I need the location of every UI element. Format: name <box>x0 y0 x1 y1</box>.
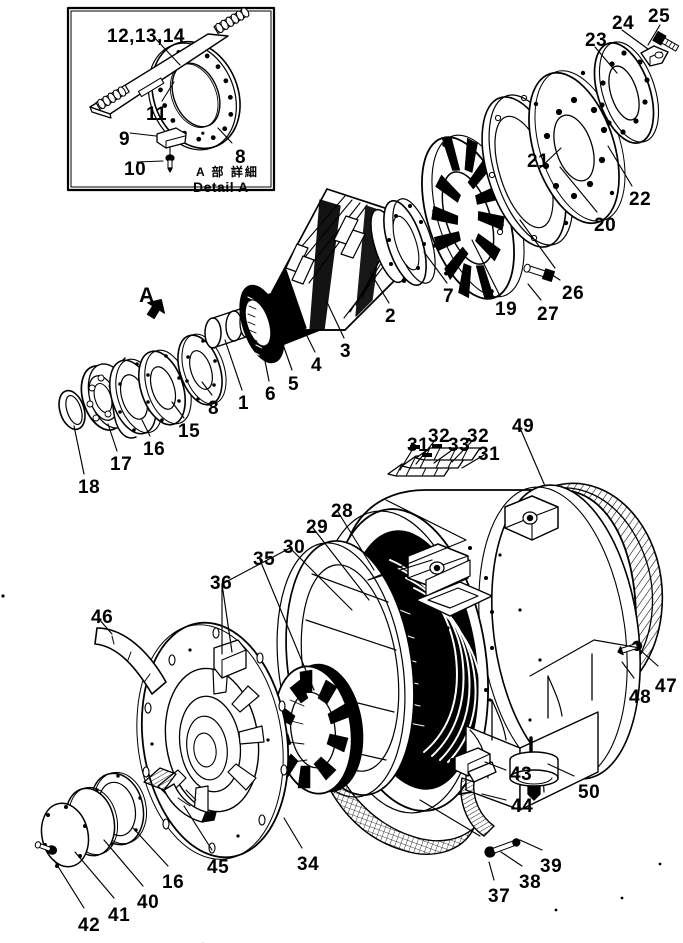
callout-37: 37 <box>488 886 511 907</box>
section-arrow-a <box>146 299 165 320</box>
callout-6: 6 <box>265 384 277 405</box>
callout-36: 36 <box>210 573 233 594</box>
callout-42: 42 <box>78 915 101 936</box>
callout-35: 35 <box>253 549 276 570</box>
parts-37-38-39-bolt <box>484 838 521 858</box>
part-25-bolt <box>652 31 680 52</box>
callout-34: 34 <box>297 854 320 875</box>
callout-38: 38 <box>519 872 542 893</box>
callout-50: 50 <box>578 782 601 803</box>
part-23-flange-ring <box>593 41 660 144</box>
parts-47-48-bolt <box>617 640 643 656</box>
callout-33: 33 <box>448 435 471 456</box>
callout-31-right: 31 <box>478 444 501 465</box>
callout-12-13-14: 12,13,14 <box>107 26 185 47</box>
callout-20: 20 <box>594 215 617 236</box>
part-44-flexible-lead <box>460 761 497 837</box>
callout-27: 27 <box>537 304 560 325</box>
callout-31-left: 31 <box>407 435 430 456</box>
part-45-brush-lead <box>143 767 217 823</box>
callout-39: 39 <box>540 856 563 877</box>
callout-32-left: 32 <box>428 426 451 447</box>
callout-22: 22 <box>629 189 652 210</box>
callout-46: 46 <box>91 607 114 628</box>
section-marker-a: A <box>139 284 155 307</box>
callout-45: 45 <box>207 857 230 878</box>
callout-40: 40 <box>137 892 160 913</box>
callout-16-upper: 16 <box>143 439 166 460</box>
callout-7: 7 <box>443 286 455 307</box>
callout-17: 17 <box>110 454 133 475</box>
callout-16-lower: 16 <box>162 872 185 893</box>
callout-10: 10 <box>124 159 147 180</box>
part-35-armature-hub <box>269 663 364 795</box>
callout-4: 4 <box>311 355 323 376</box>
callout-30: 30 <box>283 537 306 558</box>
lower-leader-lines <box>53 427 659 909</box>
callout-29: 29 <box>306 517 329 538</box>
callout-5: 5 <box>288 374 300 395</box>
part-50-mount <box>509 736 559 801</box>
callout-8-upper: 8 <box>208 398 220 419</box>
callout-18: 18 <box>78 477 101 498</box>
detail-caption-en: Detail A <box>193 179 249 195</box>
callout-9: 9 <box>119 129 131 150</box>
parts-31-32-33-terminals <box>387 444 481 477</box>
callout-8-detail: 8 <box>235 147 247 168</box>
part-8-plate <box>177 333 227 406</box>
part-22-disc <box>528 70 626 226</box>
callout-41: 41 <box>108 905 131 926</box>
callout-44: 44 <box>511 796 534 817</box>
callout-11: 11 <box>146 104 168 125</box>
callout-32-right: 32 <box>467 426 490 447</box>
callout-24: 24 <box>612 13 635 34</box>
callout-25: 25 <box>648 6 671 27</box>
part-26-27-bolt-nut <box>523 263 555 282</box>
part-24-bracket <box>640 45 669 67</box>
callout-28: 28 <box>331 501 354 522</box>
callout-19: 19 <box>495 299 518 320</box>
callout-49: 49 <box>512 416 535 437</box>
callout-48: 48 <box>629 687 652 708</box>
part-34-end-bell <box>136 621 290 860</box>
detail-caption-jp: A 部 詳細 <box>196 165 259 179</box>
part-46-shroud <box>94 627 167 695</box>
stray-marks <box>1 594 662 943</box>
part-7-flange <box>383 198 436 286</box>
callout-26: 26 <box>562 283 585 304</box>
part-18-snap-ring <box>58 389 86 431</box>
callout-2: 2 <box>385 306 397 327</box>
callout-15: 15 <box>178 421 201 442</box>
callout-43: 43 <box>510 764 533 785</box>
callout-21: 21 <box>527 151 550 172</box>
detail-a-box <box>66 6 276 192</box>
callout-1: 1 <box>238 393 250 414</box>
part-15-flange-ring <box>138 349 192 426</box>
callout-23: 23 <box>585 30 608 51</box>
callout-3: 3 <box>340 341 352 362</box>
callout-47: 47 <box>655 676 678 697</box>
part-42-screw <box>34 841 58 855</box>
upper-leader-lines <box>73 24 661 475</box>
